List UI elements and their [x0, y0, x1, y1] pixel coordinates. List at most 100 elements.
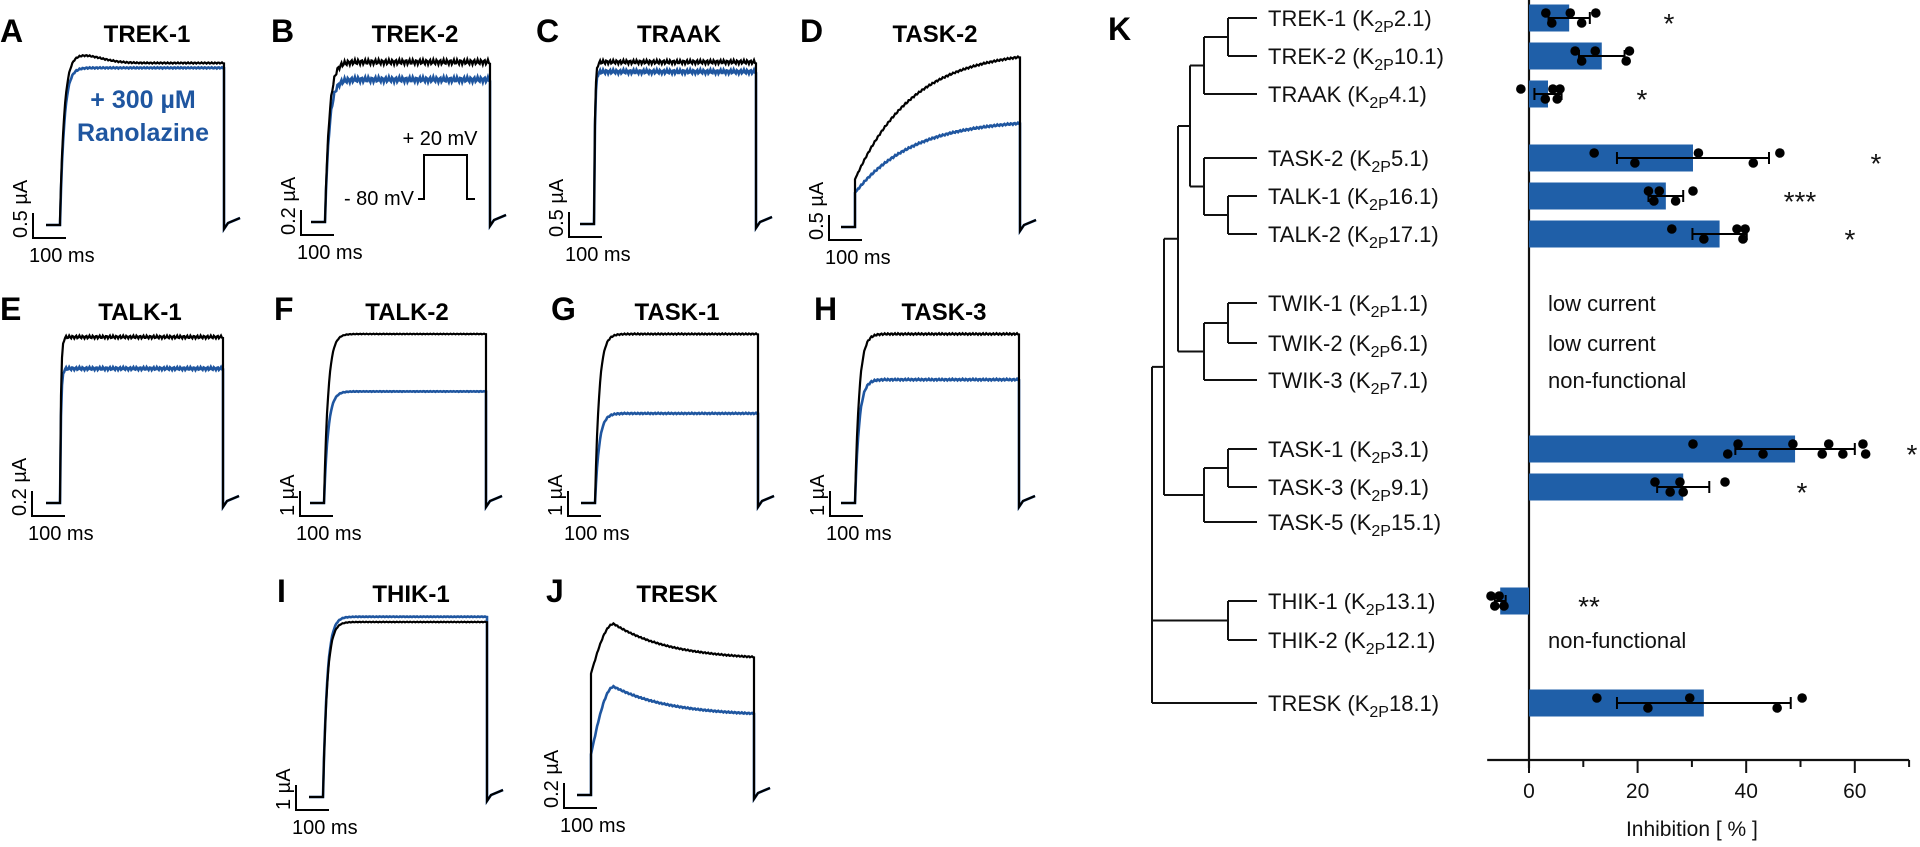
channel-label: TASK-1(K2P3.1) [1268, 437, 1429, 467]
channel-label: TREK-2(K2P10.1) [1268, 44, 1444, 74]
k2p-number: 16.1) [1389, 184, 1439, 209]
data-point [1758, 449, 1768, 459]
k-subscript: 2P [1369, 235, 1389, 252]
channel-label: TWIK-2(K2P6.1) [1268, 331, 1428, 361]
status-note: non-functional [1548, 368, 1686, 393]
significance-marker: *** [1784, 186, 1817, 217]
row-twik-3: TWIK-3(K2P7.1) non-functional [1268, 368, 1686, 398]
paren-open: ( [1352, 44, 1360, 69]
control-trace [577, 621, 771, 803]
x-tick-label: 40 [1735, 780, 1758, 803]
data-point [1738, 234, 1748, 244]
current-scale-label: 0.2 µA [278, 176, 300, 235]
k-subscript: 2P [1366, 602, 1386, 619]
time-scale-label: 100 ms [564, 523, 630, 545]
paren-open: ( [1349, 331, 1357, 356]
panel-letter: E [0, 291, 21, 327]
k2p-number: 3.1) [1391, 437, 1429, 462]
k-prefix: K [1356, 291, 1371, 316]
row-talk-1: TALK-1(K2P16.1)*** [1268, 182, 1817, 217]
x-tick-label: 0 [1523, 780, 1535, 803]
scale-bar [567, 491, 601, 517]
panel-title: TALK-1 [98, 299, 182, 326]
k2p-number: 9.1) [1391, 475, 1429, 500]
k2p-number: 12.1) [1385, 628, 1435, 653]
time-scale-label: 100 ms [825, 247, 891, 269]
panel-letter: C [536, 13, 559, 49]
protocol-high-label: + 20 mV [402, 128, 478, 150]
channel-name: TREK-1 [1268, 6, 1346, 31]
paren-open: ( [1347, 82, 1355, 107]
data-point [1540, 94, 1551, 104]
data-point [1722, 449, 1733, 459]
panel-letter: B [271, 13, 294, 49]
k2p-number: 1.1) [1390, 291, 1428, 316]
significance-marker: * [1797, 477, 1808, 508]
row-task-5: TASK-5(K2P15.1) [1268, 510, 1441, 540]
channel-name: TWIK-1 [1268, 291, 1343, 316]
data-point [1693, 148, 1704, 158]
row-thik-2: THIK-2(K2P12.1)non-functional [1268, 628, 1686, 658]
channel-name: TWIK-3 [1268, 368, 1343, 393]
data-point [1678, 487, 1689, 497]
x-axis-title: Inhibition [ % ] [1626, 818, 1758, 841]
k2p-number: 6.1) [1390, 331, 1428, 356]
data-point [1548, 84, 1558, 94]
channel-label: TASK-3(K2P9.1) [1268, 475, 1429, 505]
status-note: low current [1548, 331, 1656, 356]
k-prefix: K [1351, 589, 1366, 614]
time-scale-label: 100 ms [28, 523, 94, 545]
k-prefix: K [1354, 222, 1369, 247]
scale-bar [31, 491, 65, 517]
channel-label: TWIK-1(K2P1.1) [1268, 291, 1428, 321]
current-scale-label: 1 µA [277, 474, 299, 516]
significance-marker: * [1845, 224, 1856, 255]
time-scale-label: 100 ms [560, 815, 626, 837]
data-point [1499, 601, 1509, 611]
data-point [1590, 8, 1601, 18]
channel-label: TRESK(K2P18.1) [1268, 691, 1439, 721]
k-subscript: 2P [1366, 641, 1386, 658]
current-scale-label: 1 µA [545, 474, 567, 516]
ranolazine-trace [309, 615, 504, 806]
k-prefix: K [1357, 510, 1372, 535]
paren-open: ( [1349, 291, 1357, 316]
data-point [1654, 186, 1665, 196]
channel-name: TREK-2 [1268, 44, 1346, 69]
current-scale-label: 0.5 µA [806, 181, 828, 240]
channel-label: TWIK-3(K2P7.1) [1268, 368, 1428, 398]
scale-bar [829, 491, 863, 517]
row-twik-1: TWIK-1(K2P1.1)low current [1268, 291, 1656, 321]
row-task-3: TASK-3(K2P9.1) * [1268, 473, 1808, 508]
k-prefix: K [1355, 691, 1370, 716]
row-talk-2: TALK-2(K2P17.1)* [1268, 220, 1856, 255]
control-trace [309, 620, 504, 805]
scale-bar [32, 213, 66, 239]
ranolazine-trace [311, 72, 507, 231]
k2p-number: 17.1) [1389, 222, 1439, 247]
panel-title: TASK-3 [902, 299, 987, 326]
channel-name: TASK-2 [1268, 146, 1343, 171]
channel-name: TASK-1 [1268, 437, 1343, 462]
k-prefix: K [1351, 628, 1366, 653]
data-point [1667, 224, 1677, 234]
data-point [1555, 84, 1565, 94]
time-scale-label: 100 ms [826, 523, 892, 545]
k-prefix: K [1357, 146, 1372, 171]
channel-label: TRAAK(K2P4.1) [1268, 82, 1427, 112]
panel-title: TASK-1 [635, 299, 720, 326]
data-point [1624, 46, 1635, 56]
data-point [1860, 449, 1871, 459]
paren-open: ( [1347, 222, 1355, 247]
row-traak: TRAAK(K2P4.1)* [1268, 80, 1648, 115]
k-prefix: K [1354, 184, 1369, 209]
data-point [1516, 84, 1526, 94]
data-point [1643, 186, 1654, 196]
significance-marker: * [1871, 148, 1882, 179]
